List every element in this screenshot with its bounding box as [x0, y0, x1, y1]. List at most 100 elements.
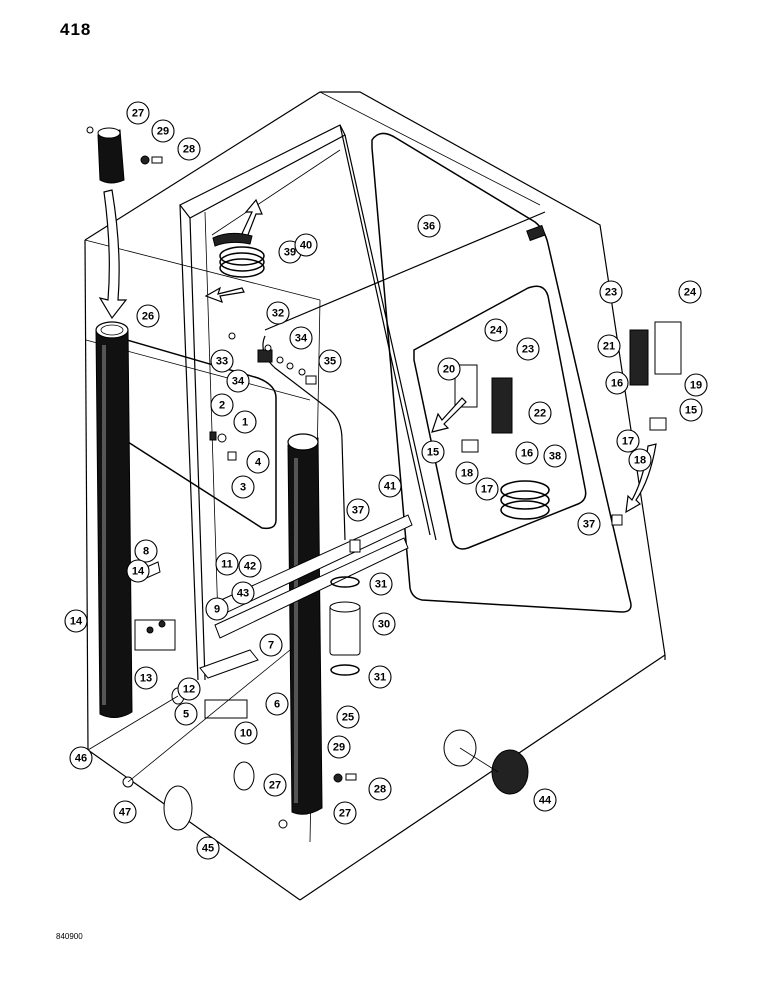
callout-18: 18 [455, 461, 479, 485]
callout-circle [134, 539, 158, 563]
callout-27: 27 [126, 101, 150, 125]
callout-label: 27 [132, 108, 144, 120]
callout-circle [543, 444, 567, 468]
callout-circle [234, 721, 258, 745]
callout-circle [210, 349, 234, 373]
callout-circle [368, 777, 392, 801]
callout-label: 39 [284, 247, 296, 259]
callout-41: 41 [378, 474, 402, 498]
callout-label: 8 [143, 546, 149, 558]
callout-23: 23 [516, 337, 540, 361]
callout-21: 21 [597, 334, 621, 358]
callout-label: 44 [539, 795, 552, 807]
callout-circle [231, 581, 255, 605]
callout-circle [455, 461, 479, 485]
callout-label: 4 [255, 457, 262, 469]
callout-29: 29 [151, 119, 175, 143]
callout-circle [113, 800, 137, 824]
callout-circle [368, 665, 392, 689]
callout-31: 31 [369, 572, 393, 596]
callout-17: 17 [616, 429, 640, 453]
callout-label: 16 [611, 378, 623, 390]
callout-label: 43 [237, 588, 249, 600]
callout-label: 34 [232, 376, 245, 388]
callout-31: 31 [368, 665, 392, 689]
callout-circle [599, 280, 623, 304]
callout-44: 44 [533, 788, 557, 812]
callout-28: 28 [368, 777, 392, 801]
callout-circle [205, 597, 229, 621]
callout-circle [294, 233, 318, 257]
callout-27: 27 [333, 801, 357, 825]
callout-circle [333, 801, 357, 825]
callout-29: 29 [327, 735, 351, 759]
callout-label: 2 [219, 400, 225, 412]
callout-circle [678, 280, 702, 304]
callout-circle [577, 512, 601, 536]
callout-3: 3 [231, 475, 255, 499]
callout-label: 27 [339, 808, 351, 820]
callout-36: 36 [417, 214, 441, 238]
callout-32: 32 [266, 301, 290, 325]
callout-circle [528, 401, 552, 425]
callout-circle [231, 475, 255, 499]
callout-circle [369, 572, 393, 596]
callout-label: 23 [522, 344, 534, 356]
callout-25: 25 [336, 705, 360, 729]
callout-label: 25 [342, 712, 354, 724]
callout-label: 5 [183, 709, 189, 721]
callout-circle [597, 334, 621, 358]
callout-circle [174, 702, 198, 726]
callout-label: 13 [140, 673, 152, 685]
callout-label: 42 [244, 561, 256, 573]
callout-label: 21 [603, 341, 615, 353]
wiper-cable-36 [262, 211, 546, 541]
callout-label: 34 [295, 333, 308, 345]
callout-circle [266, 301, 290, 325]
callout-5: 5 [174, 702, 198, 726]
callout-label: 23 [605, 287, 617, 299]
callout-47: 47 [113, 800, 137, 824]
callout-circle [226, 369, 250, 393]
callout-group: 1234567891011121314141515161617171818192… [64, 101, 708, 860]
callout-circle [126, 559, 150, 583]
callout-label: 47 [119, 807, 131, 819]
callout-circle [263, 773, 287, 797]
callout-label: 36 [423, 221, 435, 233]
callout-circle [327, 735, 351, 759]
callout-16: 16 [515, 441, 539, 465]
rear-window-glass [371, 132, 632, 613]
callout-circle [516, 337, 540, 361]
callout-27: 27 [263, 773, 287, 797]
callout-26: 26 [136, 304, 160, 328]
callout-30: 30 [372, 612, 396, 636]
callout-circle [177, 137, 201, 161]
callout-label: 24 [490, 325, 503, 337]
callout-15: 15 [679, 398, 703, 422]
callout-35: 35 [318, 349, 342, 373]
callout-24: 24 [678, 280, 702, 304]
callout-11: 11 [215, 552, 239, 576]
callout-38: 38 [543, 444, 567, 468]
callout-circle [616, 429, 640, 453]
callout-14: 14 [126, 559, 150, 583]
callout-label: 30 [378, 619, 390, 631]
callout-label: 10 [240, 728, 252, 740]
callout-label: 14 [132, 566, 145, 578]
callout-label: 15 [685, 405, 697, 417]
callout-40: 40 [294, 233, 318, 257]
callout-circle [372, 612, 396, 636]
callout-label: 32 [272, 308, 284, 320]
figure-code: 840900 [56, 932, 83, 941]
callout-label: 19 [690, 380, 702, 392]
callout-label: 33 [216, 356, 228, 368]
callout-circle [605, 371, 629, 395]
callout-label: 3 [240, 482, 246, 494]
callout-17: 17 [475, 477, 499, 501]
callout-circle [238, 554, 262, 578]
callout-1: 1 [233, 410, 257, 434]
callout-label: 38 [549, 451, 561, 463]
callout-45: 45 [196, 836, 220, 860]
callout-circle [346, 498, 370, 522]
